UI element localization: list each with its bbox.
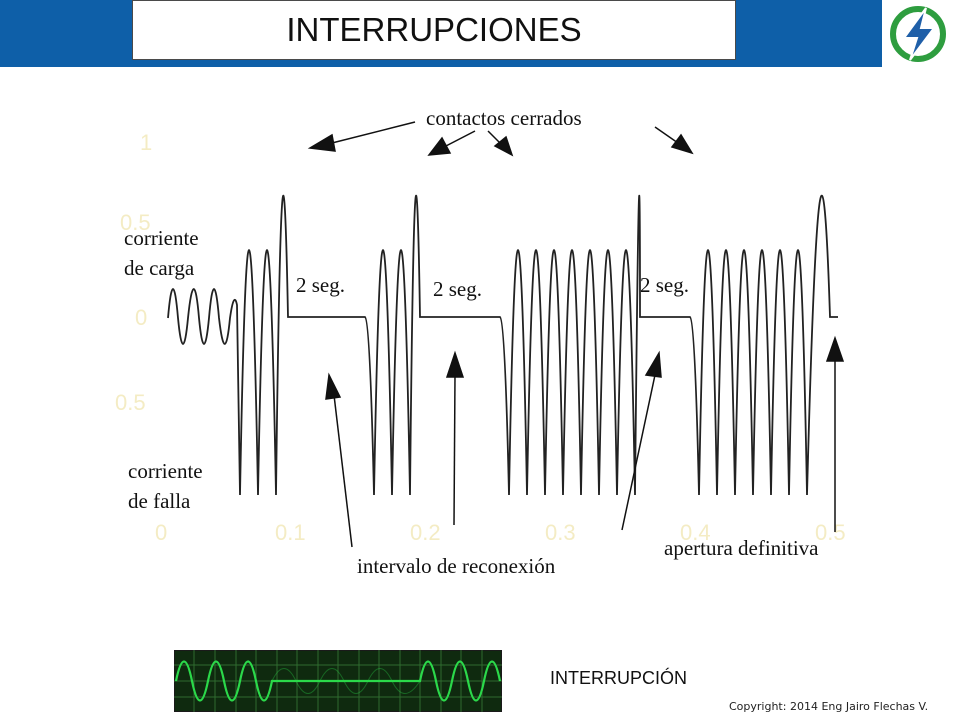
current-waveform	[167, 194, 838, 496]
oscilloscope-thumbnail	[174, 650, 502, 712]
faint-tick-y-upper: 0.5	[120, 210, 151, 235]
scope-trace-faint	[271, 668, 421, 694]
label-load-current-1: corriente	[124, 226, 199, 250]
lightning-bolt-icon	[890, 6, 946, 62]
label-reconnect-interval: intervalo de reconexión	[357, 554, 556, 578]
label-interval-3: 2 seg.	[640, 273, 689, 297]
faint-tick-y-lower: 0.5	[115, 390, 146, 415]
label-fault-current-2: de falla	[128, 489, 191, 513]
label-final-opening: apertura definitiva	[664, 536, 819, 560]
page-title: INTERRUPCIONES	[132, 0, 736, 60]
faint-tick-y-mid: 0	[135, 305, 147, 330]
faint-tick-x-5: 0.5	[815, 520, 846, 545]
faint-axis-ticks: 1 0.5 0 0.5 0 0.1 0.2 0.3 0.4 0.5	[115, 130, 846, 545]
faint-tick-y-top: 1	[140, 130, 152, 155]
label-load-current-2: de carga	[124, 256, 195, 280]
label-interval-2: 2 seg.	[433, 277, 482, 301]
caption: INTERRUPCIÓN	[550, 668, 688, 688]
faint-tick-x-1: 0.1	[275, 520, 306, 545]
scope-trace	[174, 660, 502, 702]
annotation-arrows	[307, 121, 845, 548]
faint-tick-x-3: 0.3	[545, 520, 576, 545]
copyright-notice: Copyright: 2014 Eng Jairo Flechas V.	[729, 700, 929, 713]
label-interval-1: 2 seg.	[296, 273, 345, 297]
label-fault-current-1: corriente	[128, 459, 203, 483]
faint-tick-x-2: 0.2	[410, 520, 441, 545]
faint-tick-x-0: 0	[155, 520, 167, 545]
label-closed-contacts: contactos cerrados	[426, 106, 582, 130]
faint-tick-x-4: 0.4	[680, 520, 711, 545]
reclosing-diagram: 1 0.5 0 0.5 0 0.1 0.2 0.3 0.4 0.5 contac…	[115, 106, 846, 578]
